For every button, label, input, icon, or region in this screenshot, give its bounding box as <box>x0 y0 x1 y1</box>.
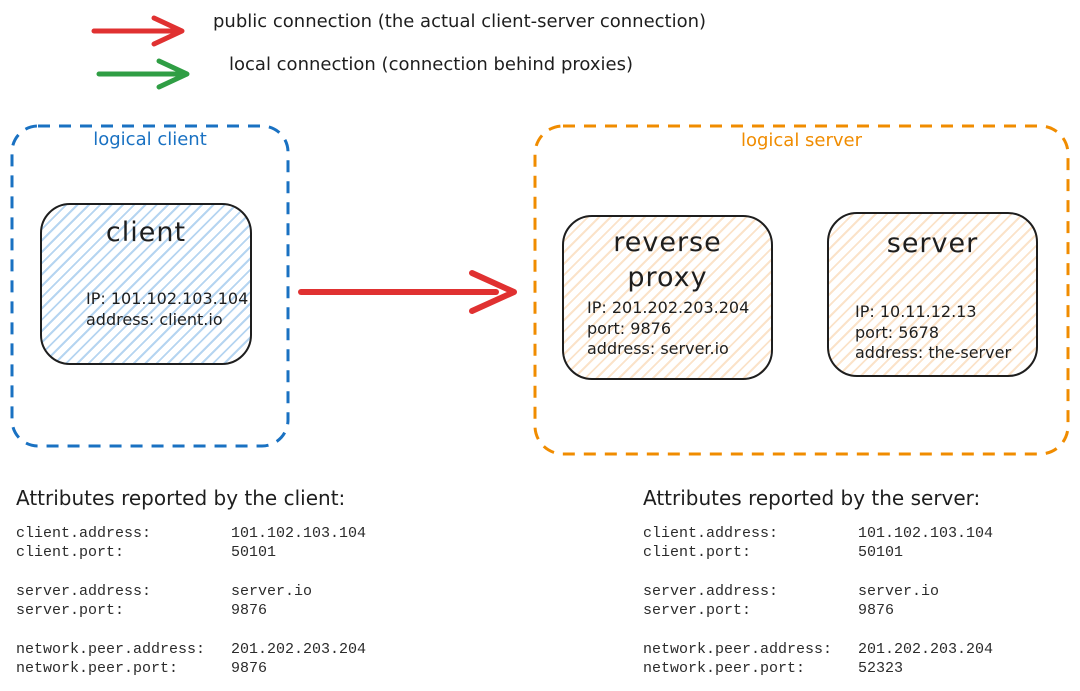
legend-public-label: public connection (the actual client-ser… <box>213 11 707 32</box>
reverse-proxy-node-title: reverse proxy <box>564 225 771 295</box>
attr-key: network.peer.port: <box>16 659 179 677</box>
public-connection-arrow-icon <box>91 15 185 47</box>
attr-key: server.address: <box>643 583 779 600</box>
reverse-proxy-ip: IP: 201.202.203.204 <box>587 298 750 317</box>
server-port: port: 5678 <box>855 322 939 342</box>
attr-row: network.peer.address: 201.202.203.204 <box>643 641 1080 660</box>
public-connection-arrow <box>298 270 517 314</box>
attr-row: network.peer.port: 9876 <box>16 660 456 679</box>
server-attr-group-network-peer: network.peer.address: 201.202.203.204 ne… <box>643 641 1080 678</box>
server-ip: IP: 10.11.12.13 <box>855 302 977 321</box>
attr-row: network.peer.address: 201.202.203.204 <box>16 641 456 660</box>
attr-key: server.port: <box>16 601 125 619</box>
attr-value: 101.102.103.104 <box>858 525 994 542</box>
attr-key: network.peer.port: <box>643 659 806 677</box>
reverse-proxy-title-line1: reverse <box>613 227 722 258</box>
client-node: client IP: 101.102.103.104 address: clie… <box>40 203 252 365</box>
client-attr-group-network-peer: network.peer.address: 201.202.203.204 ne… <box>16 641 456 678</box>
server-node-title: server <box>886 228 979 259</box>
attr-value: server.io <box>858 583 940 600</box>
attr-row: client.address: 101.102.103.104 <box>643 525 1080 544</box>
server-attributes-section: Attributes reported by the server: clien… <box>643 486 1080 678</box>
logical-server-label: logical server <box>740 130 863 151</box>
attr-value: 50101 <box>858 543 904 561</box>
attr-value: 9876 <box>858 601 895 619</box>
client-node-details: IP: 101.102.103.104 address: client.io <box>86 289 248 330</box>
reverse-proxy-node-details: IP: 201.202.203.204 port: 9876 address: … <box>587 298 749 360</box>
server-attr-group-server: server.address: server.io server.port: 9… <box>643 583 1080 620</box>
logical-client-label: logical client <box>93 129 207 150</box>
reverse-proxy-port: port: 9876 <box>587 318 671 338</box>
legend-local-label: local connection (connection behind prox… <box>229 54 633 75</box>
attr-key: network.peer.address: <box>16 641 206 658</box>
logical-server-group-border <box>533 124 1070 456</box>
attr-key: client.address: <box>643 525 779 542</box>
attr-row: client.address: 101.102.103.104 <box>16 525 456 544</box>
reverse-proxy-title-line2: proxy <box>627 262 708 293</box>
attr-value: 201.202.203.204 <box>231 641 367 658</box>
attr-value: 50101 <box>231 543 277 561</box>
attr-value: 201.202.203.204 <box>858 641 994 658</box>
attr-row: server.address: server.io <box>643 583 1080 602</box>
server-address: address: the-server <box>855 343 1012 362</box>
logical-client-group-border <box>10 124 290 448</box>
attr-value: 52323 <box>858 659 904 677</box>
attr-value: 101.102.103.104 <box>231 525 367 542</box>
local-connection-arrow-icon <box>96 58 190 90</box>
attr-key: client.port: <box>643 543 752 561</box>
attr-row: server.address: server.io <box>16 583 456 602</box>
server-attributes-heading: Attributes reported by the server: <box>643 486 981 510</box>
attr-value: 9876 <box>231 659 268 677</box>
attr-key: server.address: <box>16 583 152 600</box>
client-attr-group-client: client.address: 101.102.103.104 client.p… <box>16 525 456 562</box>
attr-row: network.peer.port: 52323 <box>643 660 1080 679</box>
attr-value: 9876 <box>231 601 268 619</box>
attr-row: client.port: 50101 <box>643 544 1080 563</box>
attr-row: server.port: 9876 <box>16 602 456 621</box>
server-attr-group-client: client.address: 101.102.103.104 client.p… <box>643 525 1080 562</box>
client-ip: IP: 101.102.103.104 <box>86 289 249 308</box>
attr-key: client.address: <box>16 525 152 542</box>
attr-key: network.peer.address: <box>643 641 833 658</box>
attr-row: client.port: 50101 <box>16 544 456 563</box>
attr-value: server.io <box>231 583 313 600</box>
attr-row: server.port: 9876 <box>643 602 1080 621</box>
reverse-proxy-node: reverse proxy IP: 201.202.203.204 port: … <box>562 215 773 380</box>
client-attributes-section: Attributes reported by the client: clien… <box>16 486 456 678</box>
reverse-proxy-address: address: server.io <box>587 339 729 358</box>
client-attributes-heading: Attributes reported by the client: <box>16 486 346 510</box>
server-node: server IP: 10.11.12.13 port: 5678 addres… <box>827 212 1038 377</box>
attr-key: server.port: <box>643 601 752 619</box>
attr-key: client.port: <box>16 543 125 561</box>
client-node-title: client <box>105 217 187 248</box>
client-attr-group-server: server.address: server.io server.port: 9… <box>16 583 456 620</box>
client-address: address: client.io <box>86 309 223 329</box>
server-node-details: IP: 10.11.12.13 port: 5678 address: the-… <box>855 302 1011 364</box>
